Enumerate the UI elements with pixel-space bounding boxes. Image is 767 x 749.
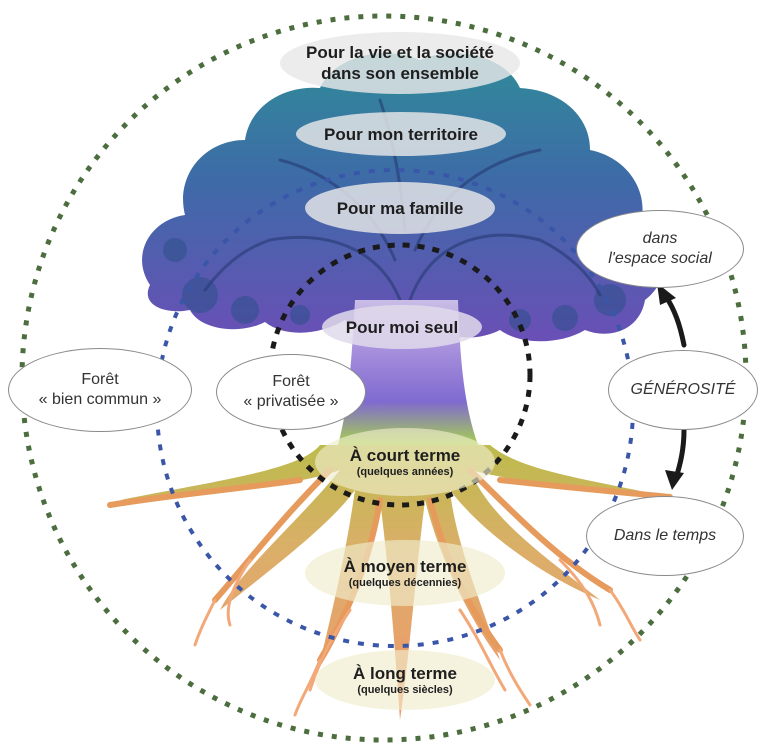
- forest-private-line2: « privatisée »: [243, 393, 339, 410]
- level-self-pill: Pour moi seul: [322, 305, 482, 349]
- level-family-pill: Pour ma famille: [305, 182, 495, 234]
- medium-term-pill: À moyen terme (quelques décennies): [305, 540, 505, 606]
- level-self-label: Pour moi seul: [345, 317, 459, 337]
- forest-common-oval: Forêt « bien commun »: [8, 348, 192, 432]
- medium-term-title: À moyen terme: [343, 557, 467, 576]
- social-space-oval: dans l'espace social: [576, 210, 744, 288]
- generosity-label: GÉNÉROSITÉ: [630, 381, 736, 398]
- level-society-pill: Pour la vie et la société dans son ensem…: [280, 32, 520, 94]
- level-family-label: Pour ma famille: [336, 198, 464, 218]
- level-society-line1: Pour la vie et la société: [305, 43, 495, 62]
- forest-common-line2: « bien commun »: [38, 391, 162, 408]
- long-term-subtitle: (quelques siècles): [357, 684, 453, 696]
- arrow-up-head: [657, 283, 676, 305]
- arrow-down-head: [665, 470, 684, 490]
- level-territory-pill: Pour mon territoire: [296, 112, 506, 156]
- short-term-pill: À court terme (quelques années): [315, 428, 495, 496]
- short-term-subtitle: (quelques années): [356, 466, 454, 478]
- medium-term-subtitle: (quelques décennies): [348, 577, 462, 589]
- generosity-oval: GÉNÉROSITÉ: [608, 350, 758, 430]
- social-space-line1: dans: [642, 230, 678, 247]
- time-oval: Dans le temps: [586, 496, 744, 576]
- social-space-line2: l'espace social: [608, 250, 712, 267]
- level-society-line2: dans son ensemble: [321, 64, 479, 83]
- forest-private-oval: Forêt « privatisée »: [216, 354, 366, 430]
- long-term-pill: À long terme (quelques siècles): [315, 650, 495, 710]
- short-term-title: À court terme: [349, 446, 461, 465]
- long-term-title: À long terme: [353, 664, 457, 683]
- time-label: Dans le temps: [613, 527, 717, 544]
- forest-common-line1: Forêt: [81, 371, 119, 388]
- level-territory-label: Pour mon territoire: [324, 124, 478, 144]
- forest-private-line1: Forêt: [272, 373, 310, 390]
